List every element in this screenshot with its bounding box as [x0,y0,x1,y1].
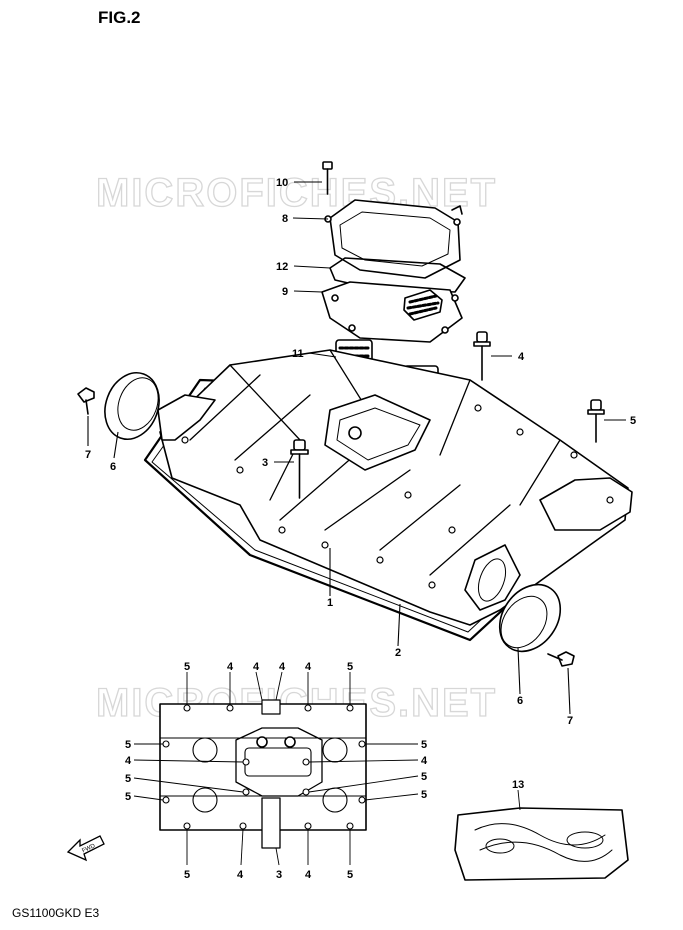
bolt-layout-plan[interactable] [159,699,367,849]
gasket-set-bag[interactable] [454,807,629,881]
plan-callout-4-right: 4 [421,755,428,767]
callout-5-right: 5 [630,415,636,427]
figure-title: FIG.2 [98,8,141,27]
plan-callout-4-left: 4 [125,755,132,767]
end-cap-left[interactable] [96,365,168,447]
bolt-3[interactable] [290,439,309,499]
plan-callout-5-top-1: 5 [184,661,190,673]
svg-text:FWD: FWD [81,843,97,854]
callout-12: 12 [276,261,288,273]
breather-filter-element[interactable] [403,289,443,321]
callout-7-right: 7 [567,715,573,727]
plan-callout-5-bottom-2: 5 [347,869,353,881]
cylinder-head-cover[interactable] [157,349,633,626]
cover-gasket[interactable] [329,257,466,293]
plan-callout-5-top-2: 5 [347,661,353,673]
callout-10: 10 [276,177,288,189]
end-cap-right[interactable] [487,573,573,663]
plan-callout-5-left-3: 5 [125,791,131,803]
callout-8: 8 [282,213,288,225]
plan-callout-4-bottom-1: 4 [237,869,244,881]
callout-labels: 10 8 12 9 11 4 5 7 6 3 1 2 6 7 5 4 4 4 4… [85,177,636,881]
plan-callout-5-right-3: 5 [421,789,427,801]
plan-callout-5-left-2: 5 [125,773,131,785]
plan-callout-5-left-1: 5 [125,739,131,751]
breather-cover[interactable] [324,199,463,279]
callout-11: 11 [292,348,304,360]
plan-callout-3-bottom: 3 [276,869,282,881]
front-arrow-icon: FWD [66,835,105,862]
leader-lines [87,181,626,866]
plan-callout-5-bottom-1: 5 [184,869,190,881]
plan-callout-4-top-2: 4 [253,661,260,673]
callout-13: 13 [512,779,524,791]
plan-callout-4-top-1: 4 [227,661,234,673]
callout-1: 1 [327,597,333,609]
callout-4-upper: 4 [518,351,525,363]
callout-9: 9 [282,286,288,298]
bolt-5-right[interactable] [587,399,605,443]
model-code: GS1100GKD E3 [12,906,100,920]
bolt-7-left[interactable] [77,387,95,415]
plan-callout-5-right-2: 5 [421,771,427,783]
breather-plate[interactable] [321,281,463,343]
callout-2: 2 [395,647,401,659]
callout-7-left: 7 [85,449,91,461]
callout-3-upper: 3 [262,457,268,469]
callout-6-right: 6 [517,695,523,707]
plan-callout-4-top-4: 4 [305,661,312,673]
bolt-7-right[interactable] [547,651,575,667]
plan-callout-4-top-3: 4 [279,661,286,673]
callout-6-left: 6 [110,461,116,473]
plan-callout-4-bottom-2: 4 [305,869,312,881]
plan-callout-5-right-1: 5 [421,739,427,751]
bolt-10[interactable] [322,161,333,195]
bolt-4-upper[interactable] [473,331,491,381]
